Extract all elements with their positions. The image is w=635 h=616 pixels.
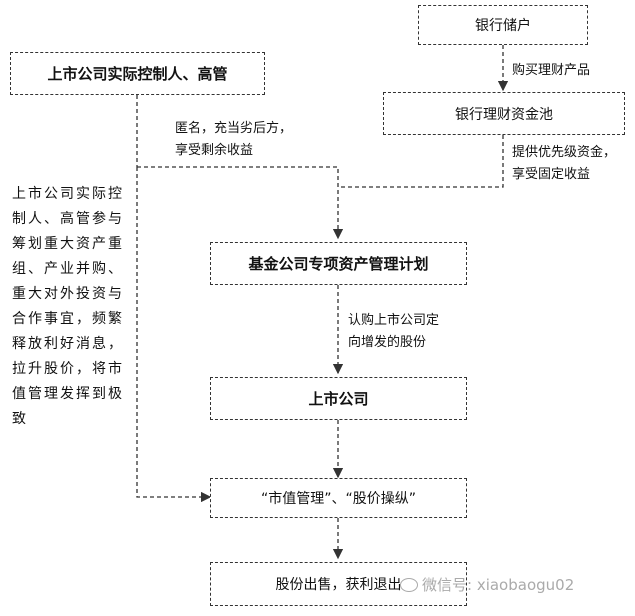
controller-label: 上市公司实际控制人、高管	[47, 65, 228, 83]
listed-company-label: 上市公司	[308, 390, 369, 408]
bank-depositors-box: 银行储户	[418, 5, 588, 45]
side-note: 上市公司实际控制人、高管参与筹划重大资产重组、产业并购、重大对外投资与合作事宜，…	[12, 186, 122, 427]
market-value-box: “市值管理”、“股价操纵”	[210, 478, 467, 518]
sell-profit-box: 股份出售，获利退出	[210, 562, 467, 606]
line-controller-right	[137, 166, 344, 240]
wealth-pool-label: 银行理财资金池	[455, 106, 553, 123]
market-value-label: “市值管理”、“股价操纵”	[260, 491, 416, 507]
arrow-side-to-market	[136, 167, 212, 503]
edge-label-subordinated: 匿名，充当劣后方， 享受剩余收益	[175, 121, 293, 158]
line-pool-down	[338, 135, 504, 188]
watermark-text: 微信号: xiaobaogu02	[422, 576, 575, 594]
watermark: 微信号: xiaobaogu02	[400, 574, 574, 595]
wechat-icon	[400, 577, 418, 592]
bank-depositors-label: 银行储户	[475, 18, 531, 34]
edge-label-buy-products: 购买理财产品	[512, 63, 591, 78]
fund-plan-label: 基金公司专项资产管理计划	[248, 255, 429, 273]
controller-box: 上市公司实际控制人、高管	[10, 52, 265, 95]
fund-plan-box: 基金公司专项资产管理计划	[210, 242, 467, 285]
edge-label-subscribe: 认购上市公司定 向增发的股份	[348, 313, 440, 350]
edge-label-priority-funds: 提供优先级资金， 享受固定收益	[512, 145, 617, 182]
wealth-pool-box: 银行理财资金池	[383, 92, 625, 135]
sell-profit-label: 股份出售，获利退出	[275, 577, 402, 593]
listed-company-box: 上市公司	[210, 377, 467, 420]
